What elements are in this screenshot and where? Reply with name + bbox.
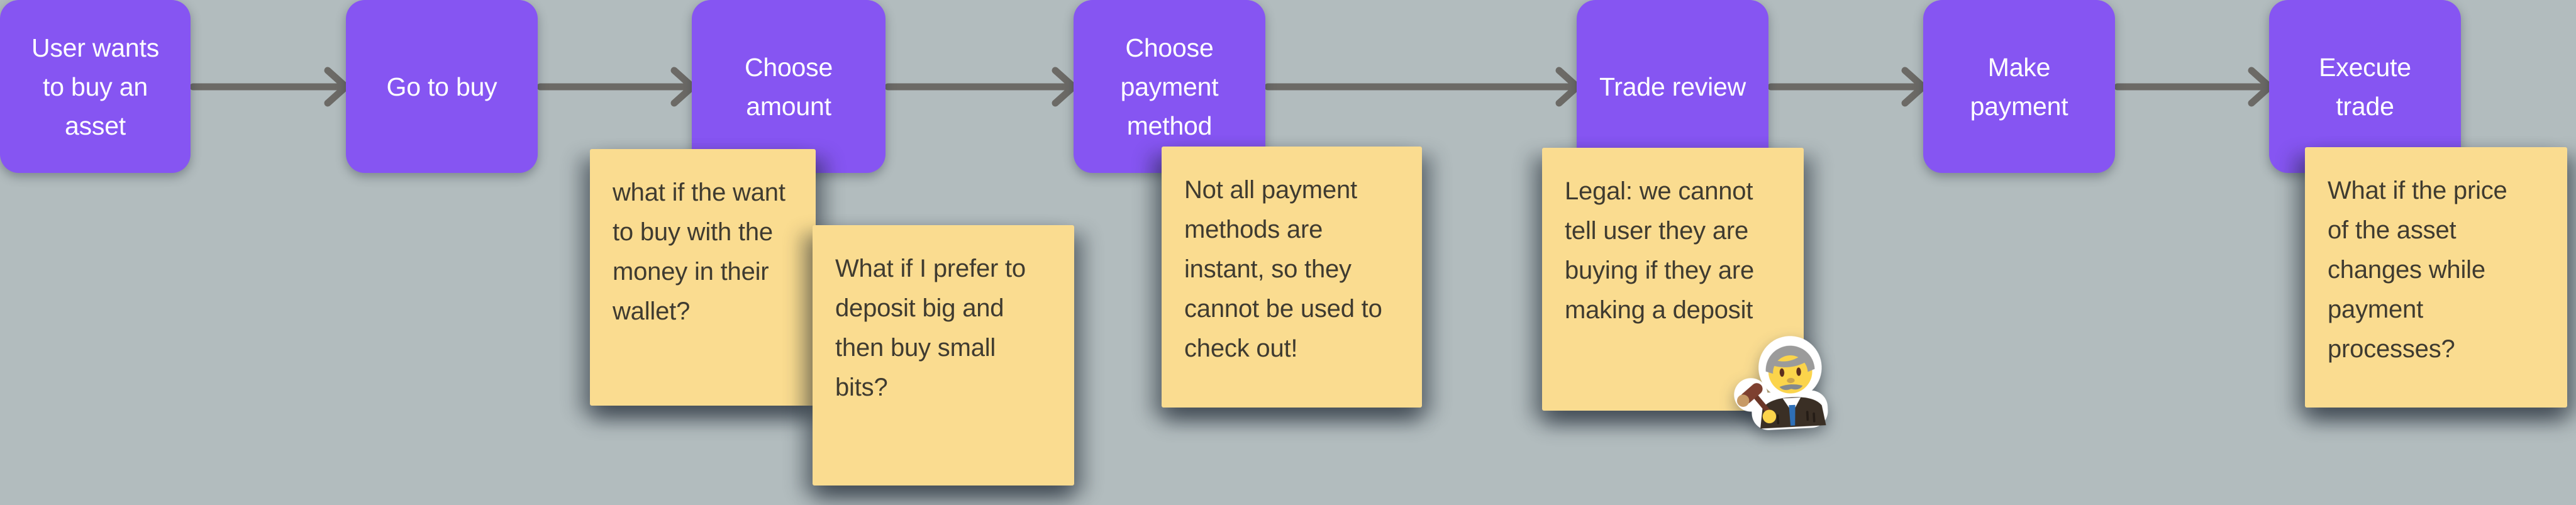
sticky-note-text: What if the price of the asset changes w… <box>2328 177 2507 363</box>
sticky-note-text: What if I prefer to deposit big and then… <box>835 255 1026 401</box>
flow-node-label: Choose payment method <box>1120 33 1219 140</box>
sticky-note-text: what if the want to buy with the money i… <box>613 179 786 325</box>
flow-arrow-go-to-buy-to-choose-amount[interactable] <box>536 57 697 117</box>
sticky-note-price-changes[interactable]: What if the price of the asset changes w… <box>2305 147 2567 408</box>
sticky-note-payment-not-instant[interactable]: Not all payment methods are instant, so … <box>1162 147 1422 408</box>
arrow-right-icon <box>189 67 350 107</box>
flow-arrow-make-payment-to-execute-trade[interactable] <box>2114 57 2275 117</box>
flow-node-user-wants-asset[interactable]: User wants to buy an asset <box>0 0 191 173</box>
flow-node-make-payment[interactable]: Make payment <box>1923 0 2115 173</box>
flow-arrow-choose-payment-method-to-trade-review[interactable] <box>1264 57 1582 117</box>
arrow-right-icon <box>884 67 1077 107</box>
sticky-note-buy-with-wallet[interactable]: what if the want to buy with the money i… <box>590 149 816 406</box>
sticky-note-text: Legal: we cannot tell user they are buyi… <box>1565 177 1755 324</box>
flow-node-go-to-buy[interactable]: Go to buy <box>346 0 538 173</box>
arrow-right-icon <box>1767 67 1927 107</box>
flow-node-choose-payment-method[interactable]: Choose payment method <box>1074 0 1265 173</box>
judge-emoji-icon <box>1734 336 1828 430</box>
flow-node-execute-trade[interactable]: Execute trade <box>2269 0 2461 173</box>
flow-node-trade-review[interactable]: Trade review <box>1577 0 1768 173</box>
flow-node-label: Make payment <box>1970 52 2068 121</box>
judge-emoji-sticker[interactable] <box>1728 328 1830 434</box>
flow-arrow-choose-amount-to-choose-payment-method[interactable] <box>884 57 1079 117</box>
flow-node-label: User wants to buy an asset <box>31 33 160 140</box>
arrow-right-icon <box>2114 67 2273 107</box>
flow-node-label: Choose amount <box>744 52 833 121</box>
sticky-note-text: Not all payment methods are instant, so … <box>1184 176 1382 362</box>
sticky-note-deposit-big-buy-small[interactable]: What if I prefer to deposit big and then… <box>813 225 1074 486</box>
flow-node-choose-amount[interactable]: Choose amount <box>692 0 886 173</box>
flow-node-label: Trade review <box>1599 72 1746 101</box>
flow-node-label: Execute trade <box>2319 52 2411 121</box>
flow-node-label: Go to buy <box>386 72 497 101</box>
flow-arrow-user-wants-asset-to-go-to-buy[interactable] <box>189 57 351 117</box>
arrow-right-icon <box>536 67 696 107</box>
flow-arrow-trade-review-to-make-payment[interactable] <box>1767 57 1928 117</box>
arrow-right-icon <box>1264 67 1581 107</box>
